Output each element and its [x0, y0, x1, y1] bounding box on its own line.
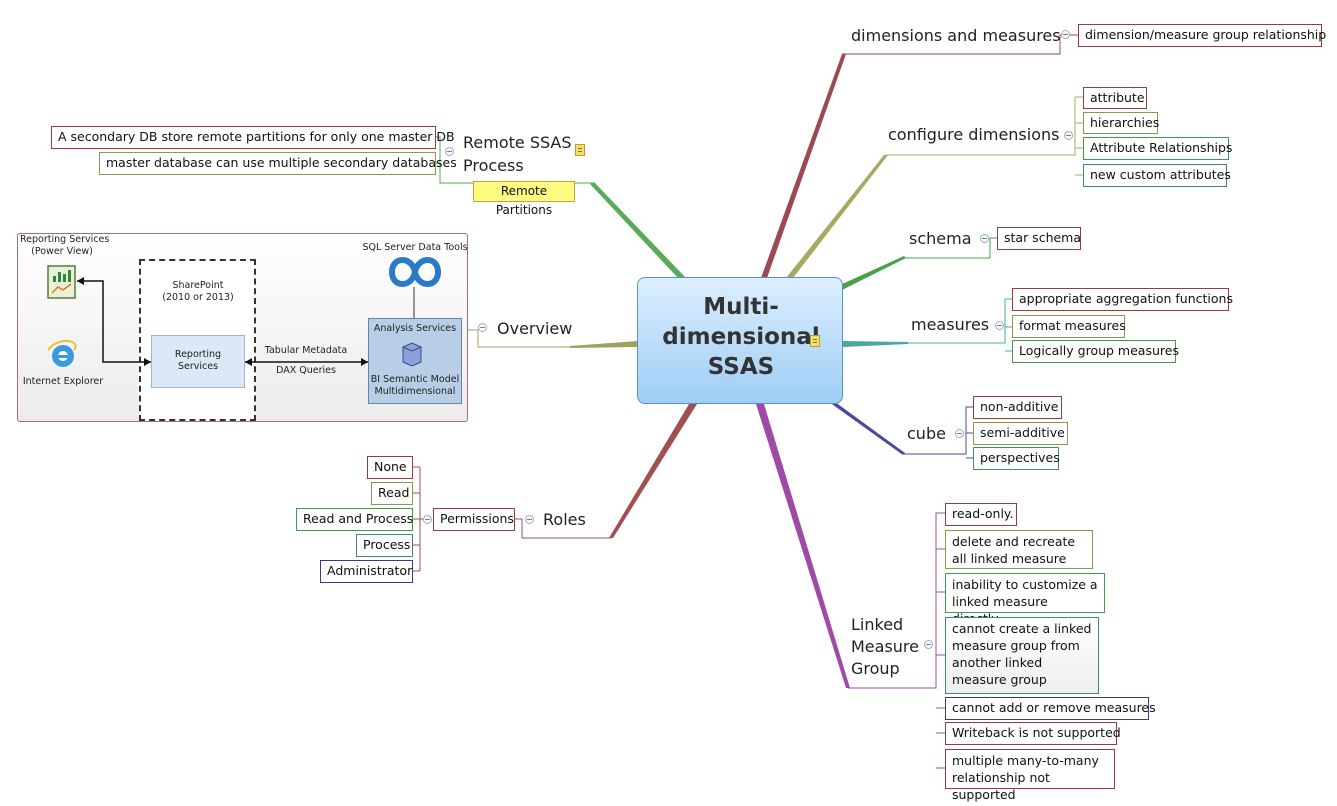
subtopic-new-custom-attributes[interactable]: new custom attributes — [1083, 164, 1231, 187]
sharepoint-label: SharePoint (2010 or 2013) — [150, 280, 246, 304]
subtopic-permissions[interactable]: Permissions — [433, 508, 515, 531]
topic-roles[interactable]: Roles — [543, 510, 586, 529]
note-icon[interactable] — [575, 144, 585, 156]
bism-label-2: Multidimensional — [374, 386, 456, 397]
collapse-toggle-icon[interactable] — [1064, 131, 1073, 140]
linked-label-line-2: Measure — [851, 637, 919, 656]
collapse-toggle-icon[interactable] — [995, 321, 1004, 330]
sharepoint-version: (2010 or 2013) — [162, 292, 234, 303]
bism-label: BI Semantic Model Multidimensional — [368, 374, 462, 398]
subtopic-logically-group-measures[interactable]: Logically group measures — [1012, 340, 1179, 363]
role-none[interactable]: None — [367, 456, 413, 479]
subtopic-attribute-relationships[interactable]: Attribute Relationships — [1083, 137, 1232, 160]
central-title-line-1: Multi- — [703, 294, 779, 320]
subtopic-secondary-db[interactable]: A secondary DB store remote partitions f… — [51, 126, 455, 149]
topic-overview[interactable]: Overview — [497, 319, 573, 338]
reporting-services-label: Reporting Services — [151, 349, 245, 373]
subtopic-attribute[interactable]: attribute — [1083, 87, 1147, 109]
subtopic-delete-recreate[interactable]: delete and recreate all linked measure g… — [945, 530, 1093, 583]
branch-line-schema — [840, 256, 906, 290]
branch-line-remote — [590, 182, 686, 278]
dax-queries-label: DAX Queries — [276, 365, 336, 376]
collapse-toggle-icon[interactable] — [955, 429, 964, 438]
cube-icon — [402, 342, 422, 367]
analysis-services-label: Analysis Services — [373, 323, 457, 334]
tabular-metadata-label: Tabular Metadata — [264, 345, 348, 356]
subtopic-semi-additive[interactable]: semi-additive — [973, 422, 1068, 445]
remote-label-line-1: Remote SSAS — [463, 133, 572, 152]
linked-label-line-1: Linked — [851, 615, 904, 634]
subtopic-cannot-add-remove[interactable]: cannot add or remove measures — [945, 697, 1156, 720]
branch-line-cube — [829, 402, 905, 455]
subtopic-format-measures[interactable]: format measures — [1012, 315, 1126, 338]
central-title-line-3: SSAS — [707, 354, 775, 380]
central-topic[interactable]: Multi- dimensional SSAS — [637, 277, 843, 404]
rs-label: Reporting Services — [20, 234, 110, 245]
topic-remote-ssas-process[interactable]: Remote SSAS Process — [463, 131, 572, 177]
subtopic-writeback[interactable]: Writeback is not supported — [945, 722, 1121, 745]
role-read-and-process[interactable]: Read and Process — [296, 508, 413, 531]
ssdt-icon — [388, 257, 442, 287]
role-read[interactable]: Read — [371, 482, 413, 505]
ie-label: Internet Explorer — [22, 376, 104, 387]
rs-label-1: Reporting — [174, 349, 222, 360]
collapse-toggle-icon[interactable] — [980, 234, 989, 243]
remote-label-line-2: Process — [463, 156, 524, 175]
role-administrator[interactable]: Administrator — [320, 560, 413, 583]
subtopic-master-database[interactable]: master database can use multiple seconda… — [99, 152, 457, 175]
power-view-label: (Power View) — [31, 246, 93, 257]
central-topic-title: Multi- dimensional SSAS — [638, 292, 844, 382]
branch-line-roles — [609, 404, 697, 538]
subtopic-many-to-many[interactable]: multiple many-to-many relationship not s… — [945, 749, 1115, 802]
rs-label-2: Services — [177, 361, 219, 372]
subtopic-hierarchies[interactable]: hierarchies — [1083, 112, 1159, 134]
subtopic-read-only[interactable]: read-only. — [945, 503, 1017, 526]
collapse-toggle-icon[interactable] — [478, 323, 487, 332]
topic-measures[interactable]: measures — [911, 315, 990, 334]
sharepoint-title: SharePoint — [172, 280, 224, 291]
subtopic-non-additive[interactable]: non-additive — [973, 396, 1062, 419]
subtopic-cannot-create-linked[interactable]: cannot create a linked measure group fro… — [945, 617, 1099, 694]
role-process[interactable]: Process — [356, 534, 413, 557]
rs-power-view-label: Reporting Services (Power View) — [20, 234, 110, 258]
subtopic-star-schema[interactable]: star schema — [997, 227, 1081, 250]
note-icon[interactable] — [810, 335, 820, 347]
bism-label-1: BI Semantic Model — [370, 374, 460, 385]
branch-line-dimensions — [761, 54, 846, 278]
subtopic-dimension-relationship[interactable]: dimension/measure group relationship — [1078, 24, 1326, 47]
topic-dimensions-and-measures[interactable]: dimensions and measures — [851, 26, 1061, 45]
branch-line-configure — [786, 155, 888, 278]
branch-line-overview — [570, 341, 637, 348]
topic-cube[interactable]: cube — [907, 424, 946, 443]
collapse-toggle-icon[interactable] — [1061, 30, 1070, 39]
collapse-toggle-icon[interactable] — [423, 515, 432, 524]
topic-configure-dimensions[interactable]: configure dimensions — [888, 125, 1060, 144]
subtopic-inability-to-customize[interactable]: inability to customize a linked measure … — [945, 573, 1105, 626]
subtopic-perspectives[interactable]: perspectives — [973, 447, 1060, 470]
linked-label-line-3: Group — [851, 659, 900, 678]
callout-remote-partitions[interactable]: Remote Partitions — [473, 181, 575, 217]
collapse-toggle-icon[interactable] — [525, 515, 534, 524]
branch-line-linked — [756, 404, 850, 688]
central-title-line-2: dimensional — [662, 324, 820, 350]
ssdt-label: SQL Server Data Tools — [362, 242, 468, 253]
collapse-toggle-icon[interactable] — [445, 147, 454, 156]
rs-pv-connector — [77, 280, 151, 363]
subtopic-aggregation-functions[interactable]: appropriate aggregation functions — [1012, 288, 1233, 311]
collapse-toggle-icon[interactable] — [924, 640, 933, 649]
topic-linked-measure-group[interactable]: Linked Measure Group — [851, 614, 919, 680]
topic-schema[interactable]: schema — [909, 229, 972, 248]
branch-line-measures — [843, 341, 908, 347]
reporting-services-box — [151, 335, 245, 388]
